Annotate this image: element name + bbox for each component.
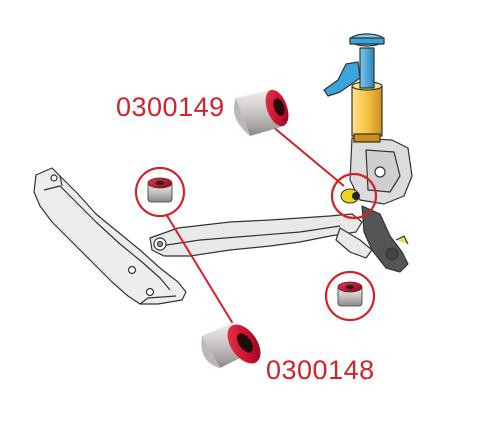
callout-circles [134,166,378,322]
callout-circle-knuckle [330,172,378,220]
callout-circle-upper-left [134,166,186,218]
callout-lines [165,125,345,333]
bushing-large-bottom [201,322,261,368]
knuckle [349,137,413,273]
bushing-small-lower-right [337,281,363,307]
bushing-large-top [233,89,289,136]
shock-absorber [323,33,385,143]
subframe [33,167,187,305]
part-number-label-bottom: 0300148 [266,355,375,385]
trailing-arm [149,213,373,259]
bushing-small-upper-left [147,177,173,203]
part-number-label-top: 0300149 [116,92,225,122]
bushing-icon [340,188,360,204]
callout-circle-lower-right [324,270,376,322]
